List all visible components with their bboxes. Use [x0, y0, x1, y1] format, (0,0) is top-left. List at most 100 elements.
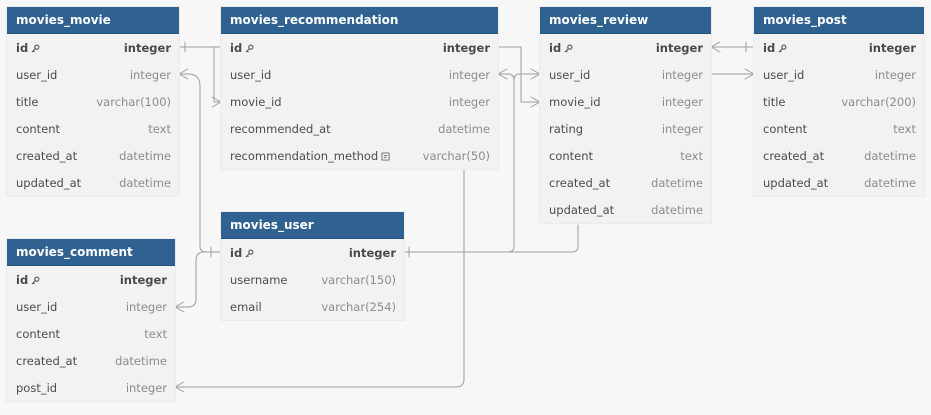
field-type: integer: [874, 67, 916, 82]
field-type: datetime: [651, 202, 703, 217]
field-row[interactable]: user_id integer: [221, 61, 498, 88]
field-name-cell: recommendation_method: [230, 149, 390, 163]
note-icon[interactable]: [381, 151, 390, 161]
rel-recommendation-user-id: [497, 73, 515, 253]
table-title[interactable]: movies_post: [754, 7, 924, 34]
field-row[interactable]: content text: [754, 115, 924, 142]
field-name-cell: id: [16, 273, 40, 287]
rel-review-user-crowfoot: [530, 68, 541, 80]
field-name-cell: id: [549, 41, 573, 55]
field-row[interactable]: username varchar(150): [221, 266, 404, 293]
field-row[interactable]: created_at datetime: [7, 347, 175, 374]
field-row[interactable]: title varchar(100): [7, 88, 179, 115]
field-name: title: [16, 94, 39, 109]
field-type: integer: [125, 299, 167, 314]
field-row[interactable]: user_id integer: [540, 61, 711, 88]
field-type: integer: [868, 40, 916, 55]
rel-comment-post-crowfoot: [174, 381, 185, 393]
field-row[interactable]: user_id integer: [7, 293, 175, 320]
field-type: varchar(50): [422, 148, 490, 163]
field-row[interactable]: movie_id integer: [221, 88, 498, 115]
field-type: datetime: [115, 353, 167, 368]
field-name: updated_at: [549, 202, 615, 217]
field-name: created_at: [16, 353, 78, 368]
field-name: content: [549, 148, 594, 163]
table-movies-review[interactable]: movies_review id integer user_id integer…: [540, 7, 711, 223]
field-row[interactable]: updated_at datetime: [754, 169, 924, 196]
field-name: content: [16, 121, 61, 136]
field-row[interactable]: id integer: [7, 34, 179, 61]
field-row[interactable]: id integer: [754, 34, 924, 61]
rel-comment-post-id: [174, 167, 465, 388]
field-type: integer: [661, 94, 703, 109]
table-title[interactable]: movies_review: [540, 7, 711, 34]
field-name: user_id: [16, 299, 58, 314]
table-movies-comment[interactable]: movies_comment id integer user_id intege…: [7, 239, 175, 401]
rel-review-movie-crowfoot: [530, 96, 541, 108]
table-title[interactable]: movies_recommendation: [221, 7, 498, 34]
field-name: movie_id: [549, 94, 601, 109]
field-name: id: [16, 40, 29, 55]
field-row[interactable]: updated_at datetime: [540, 196, 711, 223]
field-type: integer: [442, 40, 490, 55]
table-movies-recommendation[interactable]: movies_recommendation id integer user_id…: [221, 7, 498, 169]
field-row[interactable]: title varchar(200): [754, 88, 924, 115]
field-row[interactable]: recommendation_method varchar(50): [221, 142, 498, 169]
field-name: id: [763, 40, 776, 55]
field-row[interactable]: post_id integer: [7, 374, 175, 401]
rel-movie-user-crowfoot: [178, 68, 189, 80]
field-row[interactable]: id integer: [221, 239, 404, 266]
rel-comment-user-id: [174, 251, 222, 308]
rel-recommendation-user-crowfoot: [497, 68, 508, 80]
field-name-cell: id: [763, 41, 787, 55]
field-row[interactable]: user_id integer: [7, 61, 179, 88]
field-row[interactable]: rating integer: [540, 115, 711, 142]
field-type: datetime: [119, 148, 171, 163]
field-type: datetime: [864, 148, 916, 163]
field-row[interactable]: created_at datetime: [7, 142, 179, 169]
field-name: updated_at: [16, 175, 82, 190]
table-movies-post[interactable]: movies_post id integer user_id integer t…: [754, 7, 924, 196]
field-name: user_id: [16, 67, 58, 82]
field-name-cell: id: [16, 41, 40, 55]
table-title[interactable]: movies_user: [221, 212, 404, 239]
table-title[interactable]: movies_comment: [7, 239, 175, 266]
field-name: id: [230, 40, 243, 55]
field-row[interactable]: id integer: [7, 266, 175, 293]
field-type: integer: [655, 40, 703, 55]
field-row[interactable]: content text: [7, 115, 179, 142]
field-type: text: [680, 148, 703, 163]
field-name: id: [16, 272, 29, 287]
rel-user-right-trunk: [403, 224, 579, 253]
field-name: content: [763, 121, 808, 136]
field-type: varchar(254): [321, 299, 396, 314]
rel-movie-user-id: [178, 73, 222, 253]
field-row[interactable]: user_id integer: [754, 61, 924, 88]
field-row[interactable]: id integer: [540, 34, 711, 61]
field-row[interactable]: movie_id integer: [540, 88, 711, 115]
table-title[interactable]: movies_movie: [7, 7, 179, 34]
field-type: datetime: [438, 121, 490, 136]
field-row[interactable]: created_at datetime: [754, 142, 924, 169]
field-name: id: [549, 40, 562, 55]
field-row[interactable]: recommended_at datetime: [221, 115, 498, 142]
field-row[interactable]: content text: [7, 320, 175, 347]
field-row[interactable]: id integer: [221, 34, 498, 61]
table-movies-movie[interactable]: movies_movie id integer user_id integer …: [7, 7, 179, 196]
key-icon: [31, 44, 40, 52]
field-row[interactable]: email varchar(254): [221, 293, 404, 320]
field-row[interactable]: created_at datetime: [540, 169, 711, 196]
rel-review-user-id: [513, 73, 541, 81]
table-movies-user[interactable]: movies_user id integer username varchar(…: [221, 212, 404, 320]
field-name: recommended_at: [230, 121, 331, 136]
field-name: id: [230, 245, 243, 260]
field-name-cell: id: [230, 41, 254, 55]
field-name: created_at: [16, 148, 78, 163]
key-icon: [245, 44, 254, 52]
field-name: user_id: [549, 67, 591, 82]
key-icon: [31, 276, 40, 284]
field-type: datetime: [864, 175, 916, 190]
field-row[interactable]: updated_at datetime: [7, 169, 179, 196]
field-row[interactable]: content text: [540, 142, 711, 169]
